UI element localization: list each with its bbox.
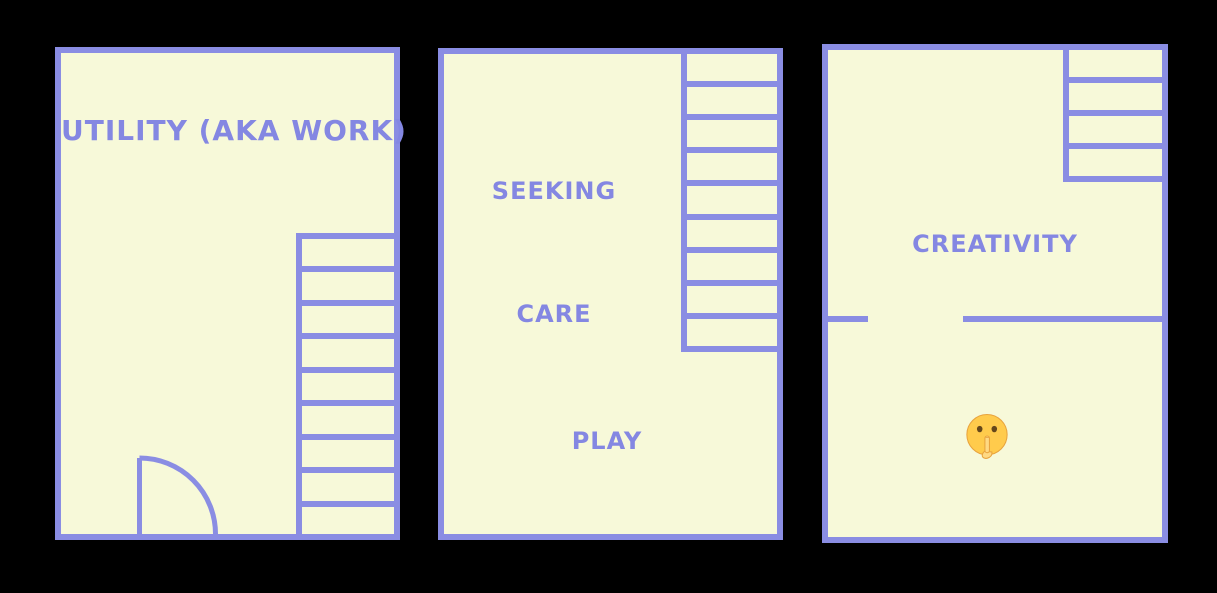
interior-wall-segment-right <box>963 316 1162 322</box>
room-label-utility: UTILITY (AKA WORK) <box>61 114 407 147</box>
floor-plan-creativity: CREATIVITY <box>822 44 1168 543</box>
stair-step <box>1069 149 1162 176</box>
room-label-creativity: CREATIVITY <box>912 230 1078 258</box>
stair-step <box>687 286 777 319</box>
stair-step <box>1069 50 1162 83</box>
stair-step <box>302 406 394 440</box>
shushing-face-emoji <box>966 413 1008 459</box>
stair-step <box>687 253 777 286</box>
stair-step <box>687 319 777 346</box>
stair-step <box>1069 83 1162 116</box>
staircase <box>681 54 777 352</box>
stair-step <box>302 239 394 273</box>
stair-step <box>302 440 394 474</box>
room-label-seeking: SEEKING <box>491 177 617 205</box>
floor-plan-drives: SEEKING CARE PLAY <box>438 48 783 540</box>
emoji-hand <box>981 450 993 459</box>
stair-step <box>302 473 394 507</box>
stair-step <box>687 87 777 121</box>
emoji-finger <box>984 435 990 454</box>
stair-step <box>687 220 777 253</box>
floor-plan-utility: UTILITY (AKA WORK) <box>55 47 407 540</box>
stair-step <box>1069 116 1162 149</box>
emoji-eye-left <box>976 425 983 433</box>
stair-step <box>687 54 777 88</box>
room-label-care: CARE <box>516 300 592 328</box>
staircase <box>1063 50 1162 182</box>
emoji-eye-right <box>991 425 998 433</box>
stair-step <box>302 272 394 306</box>
room-label-play: PLAY <box>571 427 643 455</box>
door-swing-arc <box>139 455 218 534</box>
stair-step <box>302 339 394 373</box>
stair-step <box>687 120 777 154</box>
stair-step <box>302 373 394 407</box>
staircase <box>296 233 394 534</box>
interior-wall-segment-left <box>828 316 868 322</box>
stair-step <box>687 186 777 220</box>
stair-step <box>302 507 394 534</box>
stair-step <box>302 306 394 340</box>
stair-step <box>687 153 777 187</box>
